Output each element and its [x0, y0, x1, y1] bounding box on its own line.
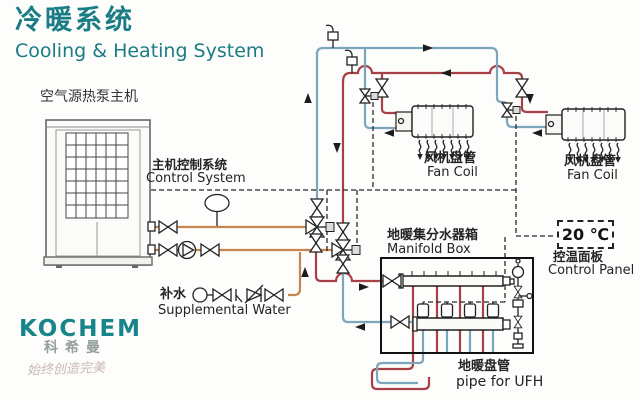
loop-actuators	[416, 303, 500, 318]
expansion-tank	[204, 193, 230, 213]
supply-manifold-bar	[398, 271, 515, 289]
shutoff-valve	[264, 288, 284, 302]
safety-group	[511, 258, 533, 349]
page-title-zh: 冷暖系统	[15, 5, 135, 36]
fan-coil-unit-1	[395, 104, 474, 161]
water-meter	[192, 287, 208, 303]
control-wiring	[143, 102, 556, 304]
manifold-supply-valve	[382, 274, 402, 288]
page-title-en: Cooling & Heating System	[15, 40, 265, 62]
control-system-label-zh: 主机控制系统	[152, 157, 228, 172]
fan-coil-1-return	[363, 48, 400, 130]
fan-coil-1-label-zh: 风机盘管	[424, 151, 477, 166]
thermostat-panel: 20 ℃	[557, 220, 614, 249]
air-vent-1	[325, 24, 339, 49]
flow-arrows	[301, 44, 542, 331]
air-vent-2	[344, 49, 358, 74]
brand-slogan: 始终创造完美	[26, 360, 106, 379]
return-pipes-blue	[315, 46, 548, 385]
check-valve	[244, 284, 264, 304]
unit-grille	[65, 132, 129, 219]
fan-coil-1-label-en: Fan Coil	[427, 165, 478, 180]
shutoff-valve	[158, 220, 178, 234]
manifold-return	[341, 257, 416, 324]
manifold-label-zh: 地暖集分水器箱	[387, 228, 479, 243]
fan-coil-1-supply	[380, 73, 398, 115]
manifold-return-valve	[390, 315, 410, 329]
isolation-valve	[309, 233, 323, 253]
panel-label-zh: 控温面板	[553, 249, 604, 264]
components	[158, 24, 542, 331]
blue-main	[315, 46, 548, 129]
ufh-label-en: pipe for UFH	[456, 374, 544, 390]
return-manifold-bar	[412, 303, 511, 332]
shutoff-valve	[212, 288, 232, 302]
isolation-valve	[310, 198, 324, 218]
ufh-coil-red	[370, 353, 431, 391]
pipe-stub-supply	[147, 221, 156, 232]
isolation-valve	[336, 222, 350, 242]
thermostat-setpoint: 20 ℃	[561, 225, 610, 244]
fan-coil-2-valve	[515, 78, 529, 98]
fan-coil-2-motor-valve	[501, 102, 521, 118]
strainer	[235, 289, 243, 303]
ufh-coil-blue	[375, 353, 425, 385]
ufh-label-zh: 地暖盘管	[458, 359, 511, 374]
expansion-vessel	[511, 265, 525, 279]
control-system-label-en: Control System	[146, 171, 246, 186]
brand-name-zh: 科希曼	[44, 340, 107, 356]
circulation-pump	[177, 240, 197, 260]
makeup-water-label-en: Supplemental Water	[158, 303, 291, 318]
manifold-label-en: Manifold Box	[387, 242, 471, 257]
manifold-supply	[314, 235, 402, 283]
manifold-box	[380, 257, 534, 354]
fan-coil-2-label-en: Fan Coil	[567, 168, 618, 183]
panel-label-en: Control Panel	[548, 263, 635, 278]
brand-logo: KOCHEM	[19, 316, 143, 342]
fan-coil-2-label-zh: 风机盘管	[564, 154, 617, 169]
shutoff-valve	[200, 243, 220, 257]
source-pipes	[155, 225, 335, 297]
makeup-water-group	[192, 284, 284, 304]
heat-pump-unit	[43, 119, 156, 268]
makeup-water-label-zh: 补水	[160, 287, 187, 302]
shutoff-valve	[158, 243, 178, 257]
makeup-water-pipe	[288, 252, 302, 297]
supply-pipes-red	[314, 64, 548, 391]
pipe-stub-return	[147, 244, 156, 255]
fan-coil-unit-2	[545, 107, 626, 164]
heat-pump-label: 空气源热泵主机	[40, 89, 138, 105]
isolation-valve	[336, 254, 350, 274]
fan-coil-1-motor-valve	[359, 88, 379, 104]
